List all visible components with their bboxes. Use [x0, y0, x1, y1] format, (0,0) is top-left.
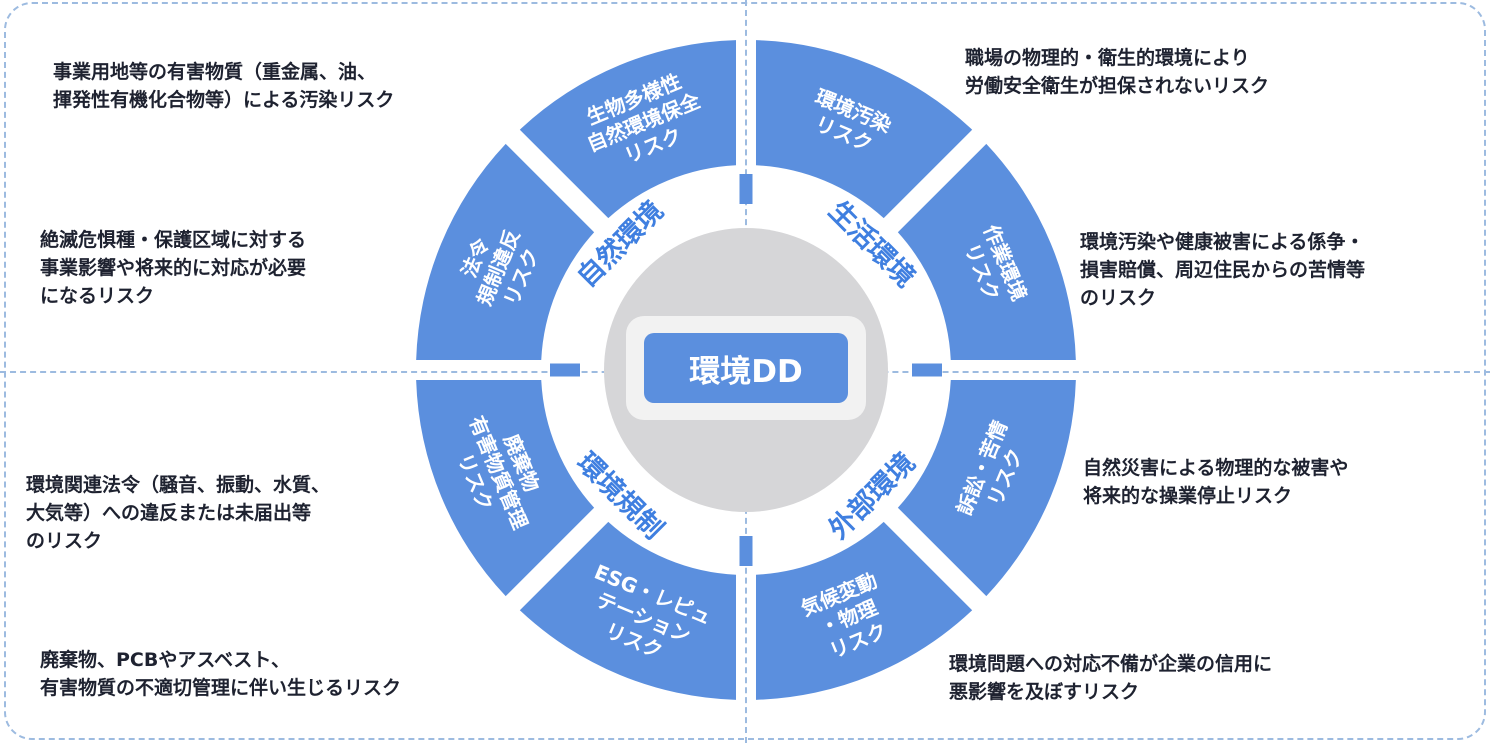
wheel-hub: [604, 228, 888, 512]
description-litigation: 環境汚染や健康被害による係争・ 損害賠償、周辺住民からの苦情等 のリスク: [1080, 231, 1366, 309]
description-biodiversity: 絶滅危惧種・保護区域に対する 事業影響や将来的に対応が必要 になるリスク: [40, 229, 307, 307]
segment-work: [897, 143, 1076, 361]
segment-litigation: [897, 379, 1076, 597]
segment-waste: [416, 379, 595, 597]
description-esg: 環境問題への対応不備が企業の信用に 悪影響を及ぼすリスク: [949, 653, 1273, 703]
segment-law: [416, 143, 595, 361]
description-regulation: 環境関連法令（騒音、振動、水質、 大気等）への違反または未届出等 のリスク: [26, 474, 331, 552]
wheel-segments: [416, 40, 1076, 700]
segment-biodiversity: [519, 40, 737, 219]
description-waste: 廃棄物、PCBやアスベスト、 有害物質の不適切管理に伴い生じるリスク: [40, 649, 402, 699]
description-climate: 自然災害による物理的な被害や 将来的な操業停止リスク: [1083, 457, 1349, 507]
description-work-environment: 職場の物理的・衛生的環境により 労働安全衛生が担保されないリスク: [965, 47, 1270, 97]
center-label-box: [644, 333, 848, 403]
segment-climate: [755, 521, 973, 700]
center-label: 環境DD: [689, 353, 803, 390]
wheel-separators: [550, 174, 942, 566]
description-soil-contamination: 事業用地等の有害物質（重金属、油、 揮発性有機化合物等）による汚染リスク: [53, 61, 395, 111]
segment-soil: [755, 40, 973, 219]
segment-esg: [519, 521, 737, 700]
